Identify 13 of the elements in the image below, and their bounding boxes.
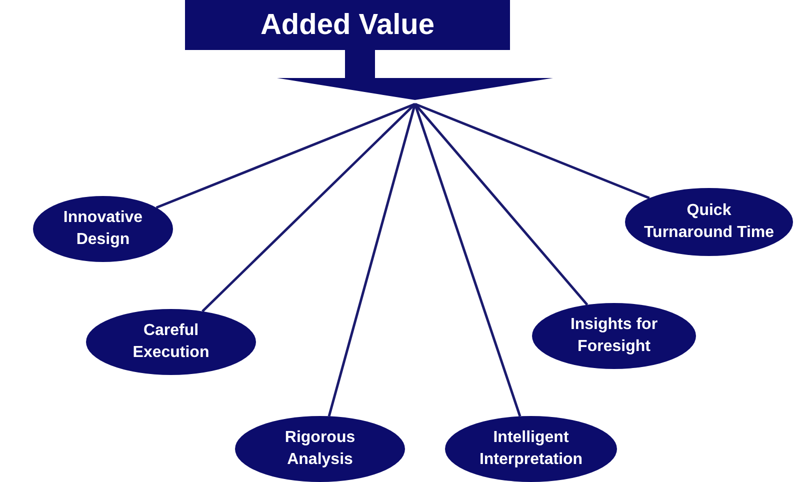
node-label: Careful Execution bbox=[132, 321, 210, 363]
headline-text: Added Value bbox=[259, 8, 436, 43]
connector-line bbox=[414, 103, 588, 306]
connector-line bbox=[156, 102, 416, 209]
node-label: Quick Turnaround Time bbox=[642, 201, 776, 243]
connector-line bbox=[202, 103, 416, 312]
connector-line bbox=[414, 102, 650, 200]
connector-line bbox=[414, 104, 522, 417]
node-label: Intelligent Interpretation bbox=[478, 428, 584, 470]
connector-line bbox=[328, 104, 416, 417]
node-label: Insights for Foresight bbox=[569, 315, 659, 357]
node-label: Innovative Design bbox=[62, 208, 144, 250]
node-label: Rigorous Analysis bbox=[284, 428, 356, 470]
